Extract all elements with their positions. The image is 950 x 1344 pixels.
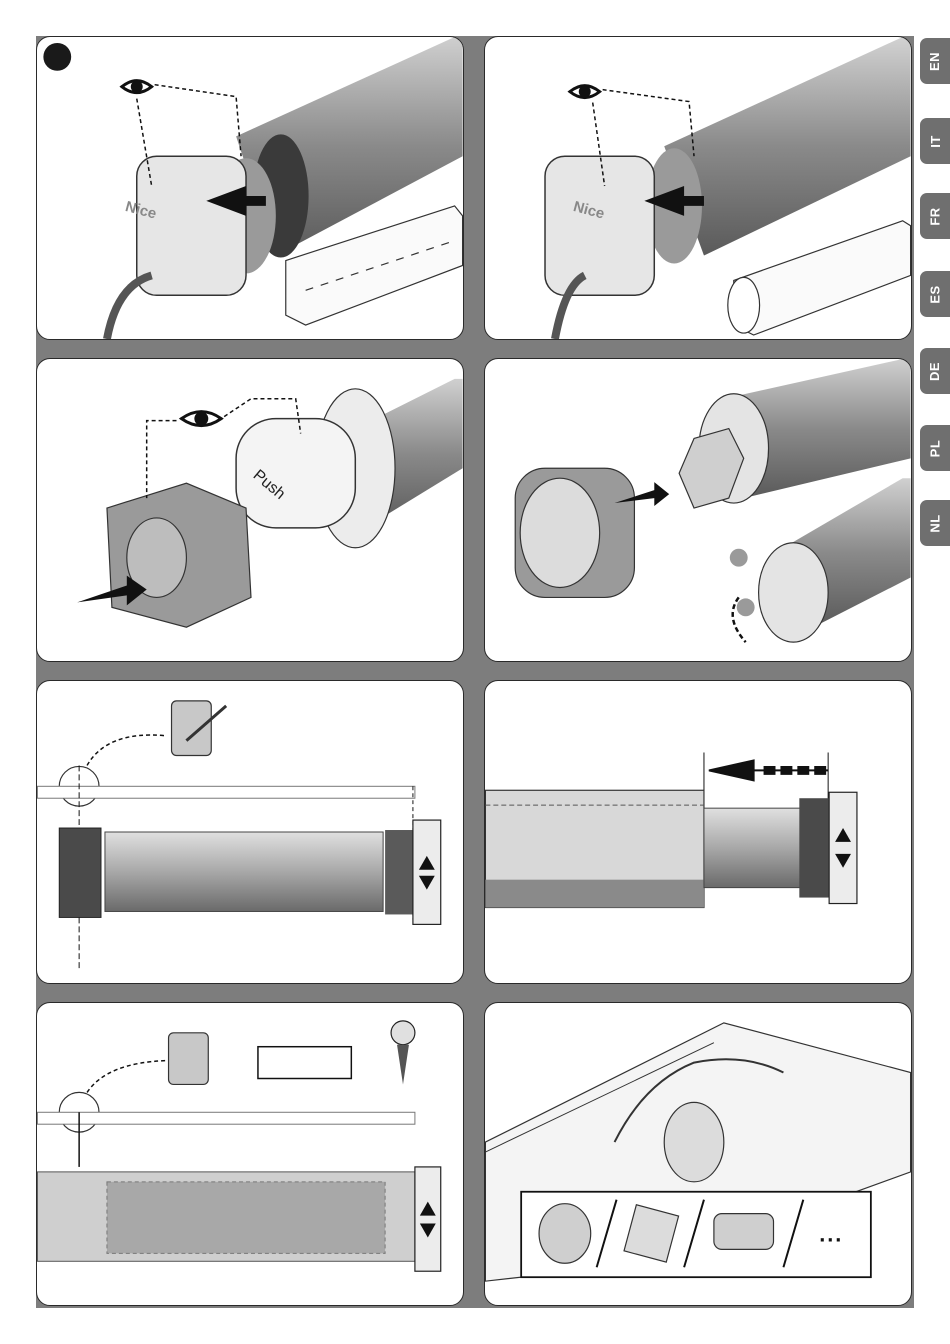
tab-language-fr[interactable]: FR [920, 193, 950, 239]
fix-screw-illustration [37, 1003, 463, 1305]
screw-icon [391, 1021, 415, 1045]
tab-label: EN [928, 51, 943, 70]
drive-wheel-illustration [485, 359, 911, 661]
bracket-illustration: ... [485, 1003, 911, 1305]
panel-7-fix-screw [36, 1002, 464, 1306]
tab-language-pl[interactable]: PL [920, 425, 950, 471]
panel-2-round-tube: Nice [484, 36, 912, 340]
crown-adapter [59, 828, 101, 917]
bracket-option-clip [714, 1214, 774, 1250]
tab-label: NL [928, 514, 943, 532]
crown-adapter-illustration: Push [37, 359, 463, 661]
tab-label: IT [928, 135, 943, 148]
panel-6-slide-in [484, 680, 912, 984]
bracket-option-ring [539, 1204, 591, 1264]
slide-in-illustration [485, 681, 911, 983]
motor-head [413, 820, 441, 924]
motor-insert-octagonal-illustration: Nice [37, 37, 463, 339]
measure-illustration [37, 681, 463, 983]
support-bracket [664, 1102, 724, 1181]
second-motor-head [759, 543, 829, 642]
panel-3-crown-adapter: Push [36, 358, 464, 662]
notepad-icon [169, 1033, 209, 1085]
step-dot [43, 43, 71, 71]
tab-language-es[interactable]: ES [920, 271, 950, 317]
motor-head [137, 156, 246, 295]
step-a-dot [730, 549, 748, 567]
tab-language-it[interactable]: IT [920, 118, 950, 164]
tab-label: PL [928, 439, 943, 457]
motor-head [415, 1167, 441, 1271]
tab-language-en[interactable]: EN [920, 38, 950, 84]
ruler [37, 1112, 415, 1124]
panel-4-drive-wheel [484, 358, 912, 662]
tab-label: FR [928, 207, 943, 225]
panel-1-octagonal-tube: Nice [36, 36, 464, 340]
tab-language-nl[interactable]: NL [920, 500, 950, 546]
motor-insert-round-illustration: Nice [485, 37, 911, 339]
motor-tube [105, 832, 383, 911]
tab-label: DE [928, 361, 943, 380]
ruler [37, 786, 415, 798]
crown-adapter [799, 798, 829, 897]
more-options-label: ... [819, 1221, 843, 1246]
motor-head [829, 792, 857, 903]
round-tube [734, 221, 911, 335]
instruction-box [258, 1047, 351, 1079]
motor-tube [704, 808, 801, 887]
tab-label: ES [928, 285, 943, 303]
step-b-dot [737, 598, 755, 616]
panel-5-measure [36, 680, 464, 984]
tab-language-de[interactable]: DE [920, 348, 950, 394]
notepad-icon [172, 701, 212, 756]
motor-head [545, 156, 654, 295]
panel-8-bracket: ... [484, 1002, 912, 1306]
